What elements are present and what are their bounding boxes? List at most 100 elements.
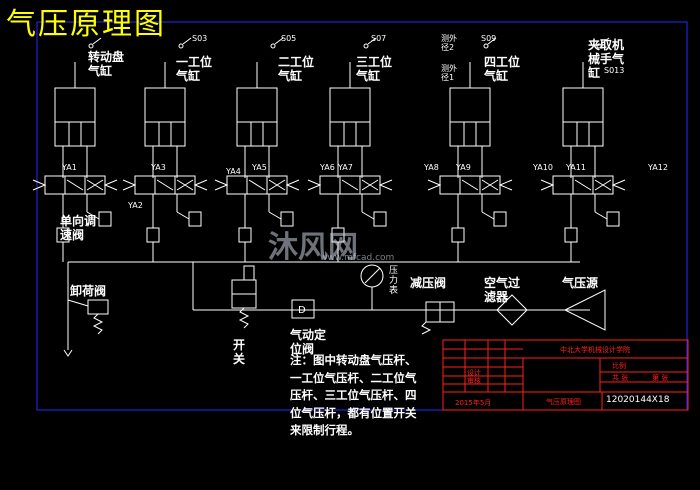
valve-arrow <box>156 179 174 191</box>
valve-section <box>44 175 66 195</box>
solenoid-left <box>307 179 322 191</box>
sensor-dot <box>596 43 602 49</box>
valve-ya4: YA4 <box>226 167 241 176</box>
cylinder-inner <box>576 121 590 147</box>
cylinder-label-station3: 三工位 气缸 <box>356 55 393 83</box>
sensor-dot <box>88 43 94 49</box>
valve-ya10: YA10 <box>533 163 553 172</box>
tb-scale: 比例 <box>612 362 626 370</box>
solenoid-right <box>378 179 393 191</box>
sensor-switch <box>182 37 192 45</box>
exhaust-valve <box>98 211 112 227</box>
valve-ya1: YA1 <box>62 163 77 172</box>
cylinder-label-gripper: 夹取机 械手气 缸 <box>588 38 625 80</box>
valve-ya8: YA8 <box>424 163 439 172</box>
switch-symbol <box>231 265 257 329</box>
throttle-valve <box>451 227 465 243</box>
pressure-gauge-label: 压 力 表 <box>389 266 399 296</box>
solenoid-left <box>427 179 442 191</box>
air-source-label: 气压源 <box>562 276 599 290</box>
tb-design: 设计 <box>467 369 481 377</box>
cylinder-body <box>329 87 371 147</box>
valve-ya7: YA7 <box>338 163 353 172</box>
valve-arrow <box>341 179 359 191</box>
valve-arrow <box>461 179 479 191</box>
unload-valve-symbol <box>63 262 109 357</box>
valve-ya2: YA2 <box>128 201 143 210</box>
valve-section <box>134 175 156 195</box>
cylinder-label-station2: 二工位 气缸 <box>278 55 315 83</box>
valve-section <box>319 175 341 195</box>
valve-cross-b <box>594 179 612 191</box>
sensor-switch <box>274 37 284 45</box>
sensor-dot <box>363 43 369 49</box>
valve-section <box>552 175 574 195</box>
exhaust-valve <box>188 211 202 227</box>
tb-sheet: 第 张 <box>652 374 669 382</box>
sensor-dot <box>178 43 184 49</box>
valve-section <box>226 175 248 195</box>
valve-cross-b <box>361 179 379 191</box>
unload-valve-label: 卸荷阀 <box>70 284 107 298</box>
tb-drawing-name: 气压原理图 <box>546 398 581 406</box>
exhaust-link <box>481 211 495 220</box>
tb-check: 审核 <box>467 377 481 385</box>
side-label-od1: 测外 径1 <box>441 64 457 82</box>
side-label-od2: 测外 径2 <box>441 34 457 52</box>
throttle-valve <box>146 227 160 243</box>
switch-label: 开 关 <box>233 338 246 366</box>
reducing-valve-symbol <box>421 301 455 335</box>
valve-ya5: YA5 <box>252 163 267 172</box>
solenoid-left <box>214 179 229 191</box>
cylinder-body <box>236 87 278 147</box>
exhaust-valve <box>493 211 507 227</box>
pressure-gauge-symbol <box>360 264 384 310</box>
sensor-switch <box>367 37 377 45</box>
throttle-valve <box>564 227 578 243</box>
cylinder-label-station4: 四工位 气缸 <box>484 55 521 83</box>
cylinder-inner <box>68 121 82 147</box>
cylinder-body <box>54 87 96 147</box>
exhaust-link <box>594 211 608 220</box>
exhaust-link <box>176 211 190 220</box>
air-filter-label: 空气过 滤器 <box>484 276 521 304</box>
tb-school: 中北大学机械设计学院 <box>560 346 630 354</box>
note-text: 注：图中转动盘气压杆、一工位气压杆、二工位气压杆、三工位气压杆、四位气压杆，都有… <box>290 353 417 437</box>
valve-ya9: YA9 <box>456 163 471 172</box>
valve-ya12: YA12 <box>648 163 668 172</box>
sensor-dot <box>483 43 489 49</box>
sensor-label-s05: S05 <box>281 34 297 43</box>
valve-ya11: YA11 <box>566 163 586 172</box>
watermark-url: www.mfcad.com <box>320 253 395 263</box>
sensor-switch <box>92 37 102 45</box>
cylinder-inner <box>463 121 477 147</box>
solenoid-right <box>103 179 118 191</box>
cylinder-inner <box>158 121 172 147</box>
svg-text:D: D <box>298 305 306 316</box>
positioning-valve-label: 气动定 位阀 <box>290 328 327 356</box>
solenoid-right <box>193 179 208 191</box>
sensor-switch <box>600 37 610 45</box>
tb-sheets: 共 张 <box>612 374 629 382</box>
solenoid-right <box>498 179 513 191</box>
watermark-logo: 沐风网 <box>268 230 358 265</box>
solenoid-right <box>611 179 626 191</box>
valve-ya3: YA3 <box>151 163 166 172</box>
air-filter-symbol <box>496 294 528 326</box>
valve-arrow <box>66 179 84 191</box>
valve-ya6: YA6 <box>320 163 335 172</box>
solenoid-right <box>285 179 300 191</box>
tb-drawing-no: 12020144X18 <box>606 395 670 405</box>
throttle-valve <box>238 227 252 243</box>
valve-cross-b <box>268 179 286 191</box>
exhaust-link <box>268 211 282 220</box>
exhaust-valve <box>373 211 387 227</box>
speed-valve-label: 单向调 速阀 <box>60 214 97 242</box>
positioning-valve-symbol: D <box>291 299 315 319</box>
solenoid-left <box>122 179 137 191</box>
cylinder-body <box>562 87 604 147</box>
valve-arrow <box>248 179 266 191</box>
cylinder-label-rotary: 转动盘 气缸 <box>88 50 125 78</box>
valve-cross-b <box>86 179 104 191</box>
